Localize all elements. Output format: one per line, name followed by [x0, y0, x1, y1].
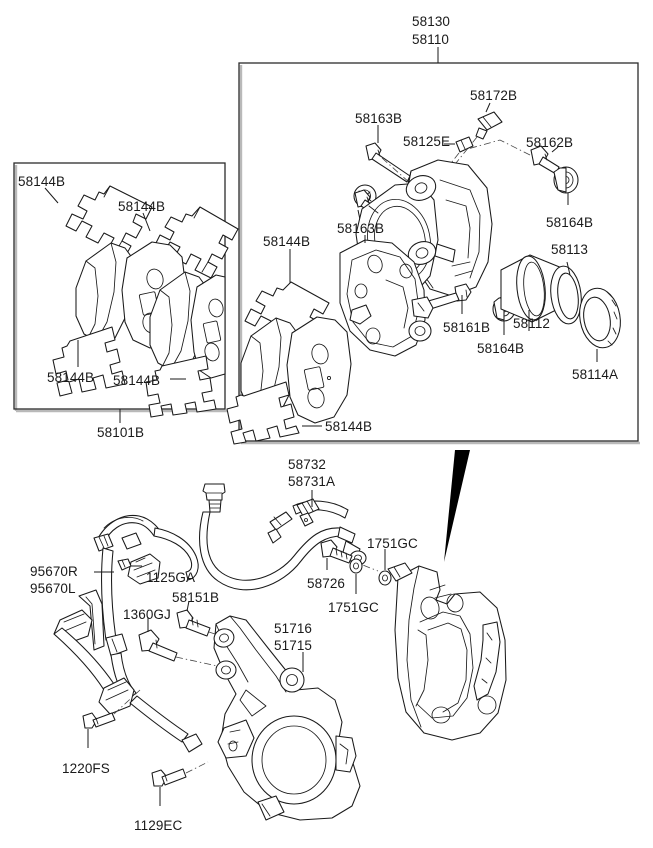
- brake-pad-outer-3: [286, 316, 352, 424]
- bleeder-screw: [475, 111, 503, 140]
- pad-shim-clip-4: [145, 355, 217, 418]
- brake-pad-inner-2: [149, 271, 208, 373]
- piston-seal: [550, 265, 582, 325]
- label-58163B-lower: 58163B: [337, 221, 385, 236]
- caliper-piston: [500, 254, 563, 323]
- sensor-mount-bolt: [138, 629, 178, 662]
- pointer-wedge: [444, 450, 470, 562]
- label-58113: 58113: [551, 242, 589, 257]
- caliper-upper-ear: [405, 175, 437, 201]
- label-58144B-a: 58144B: [18, 174, 66, 189]
- pad-shim-clip-2: [153, 206, 239, 279]
- label-1751GC-lower: 1751GC: [328, 600, 379, 615]
- brake-pad-inner-1: [75, 242, 134, 344]
- label-1751GC-upper: 1751GC: [367, 536, 418, 551]
- sensor-harness-clip: [117, 558, 132, 571]
- label-58162B: 58162B: [526, 135, 574, 150]
- caliper-assembled: [387, 562, 507, 741]
- label-95670R: 95670R: [30, 564, 78, 579]
- caliper-assembly-contents: [226, 102, 621, 445]
- abs-wheel-speed-sensor: [53, 514, 203, 753]
- bracket-bolt: [82, 712, 116, 729]
- label-1125GA: 1125GA: [146, 570, 196, 585]
- guide-bushing-right: [553, 166, 579, 194]
- sealing-washer-2: [378, 570, 392, 586]
- label-58130: 58130: [412, 14, 451, 29]
- label-51715: 51715: [274, 638, 313, 653]
- label-58732: 58732: [288, 457, 327, 472]
- label-51716: 51716: [274, 621, 313, 636]
- pad-kit-contents: [44, 185, 239, 418]
- piston-dust-boot: [579, 287, 621, 349]
- label-58163B-upper: 58163B: [355, 111, 403, 126]
- label-58144B-f: 58144B: [325, 419, 373, 434]
- carrier-mount-bolt: [176, 609, 211, 637]
- label-1129EC: 1129EC: [134, 818, 183, 833]
- pad-shim-clip-3: [52, 326, 126, 397]
- hose-banjo-bolt: [320, 539, 353, 564]
- caliper-carrier-bracket: [339, 239, 434, 357]
- label-58144B-d: 58144B: [47, 370, 95, 385]
- suspension-hose-section: [53, 450, 507, 821]
- sensor-retaining-bolt: [151, 768, 187, 787]
- label-58112: 58112: [513, 316, 551, 331]
- label-58144B-e: 58144B: [113, 373, 161, 388]
- bleeder-cap: [455, 136, 474, 153]
- label-58125E: 58125E: [403, 134, 451, 149]
- steering-knuckle: [213, 615, 361, 821]
- label-58144B-b: 58144B: [118, 199, 166, 214]
- brake-pad-outer-2: [190, 274, 226, 379]
- label-58731A: 58731A: [288, 474, 336, 489]
- label-58110: 58110: [412, 32, 450, 47]
- sealing-washer-1: [349, 558, 363, 574]
- label-1220FS: 1220FS: [62, 761, 110, 776]
- label-58114A: 58114A: [572, 367, 619, 382]
- label-58161B: 58161B: [443, 320, 491, 335]
- label-95670L: 95670L: [30, 581, 76, 596]
- label-58164B-bottom: 58164B: [477, 341, 525, 356]
- label-58151B: 58151B: [172, 590, 220, 605]
- label-58172B: 58172B: [470, 88, 518, 103]
- label-58726: 58726: [307, 576, 346, 591]
- label-58164B-right: 58164B: [546, 215, 594, 230]
- label-1360GJ: 1360GJ: [123, 607, 171, 622]
- label-58101B: 58101B: [97, 425, 145, 440]
- pad-shim-clip-6: [226, 381, 300, 445]
- label-58144B-c: 58144B: [263, 234, 311, 249]
- brake-hose: [199, 483, 367, 591]
